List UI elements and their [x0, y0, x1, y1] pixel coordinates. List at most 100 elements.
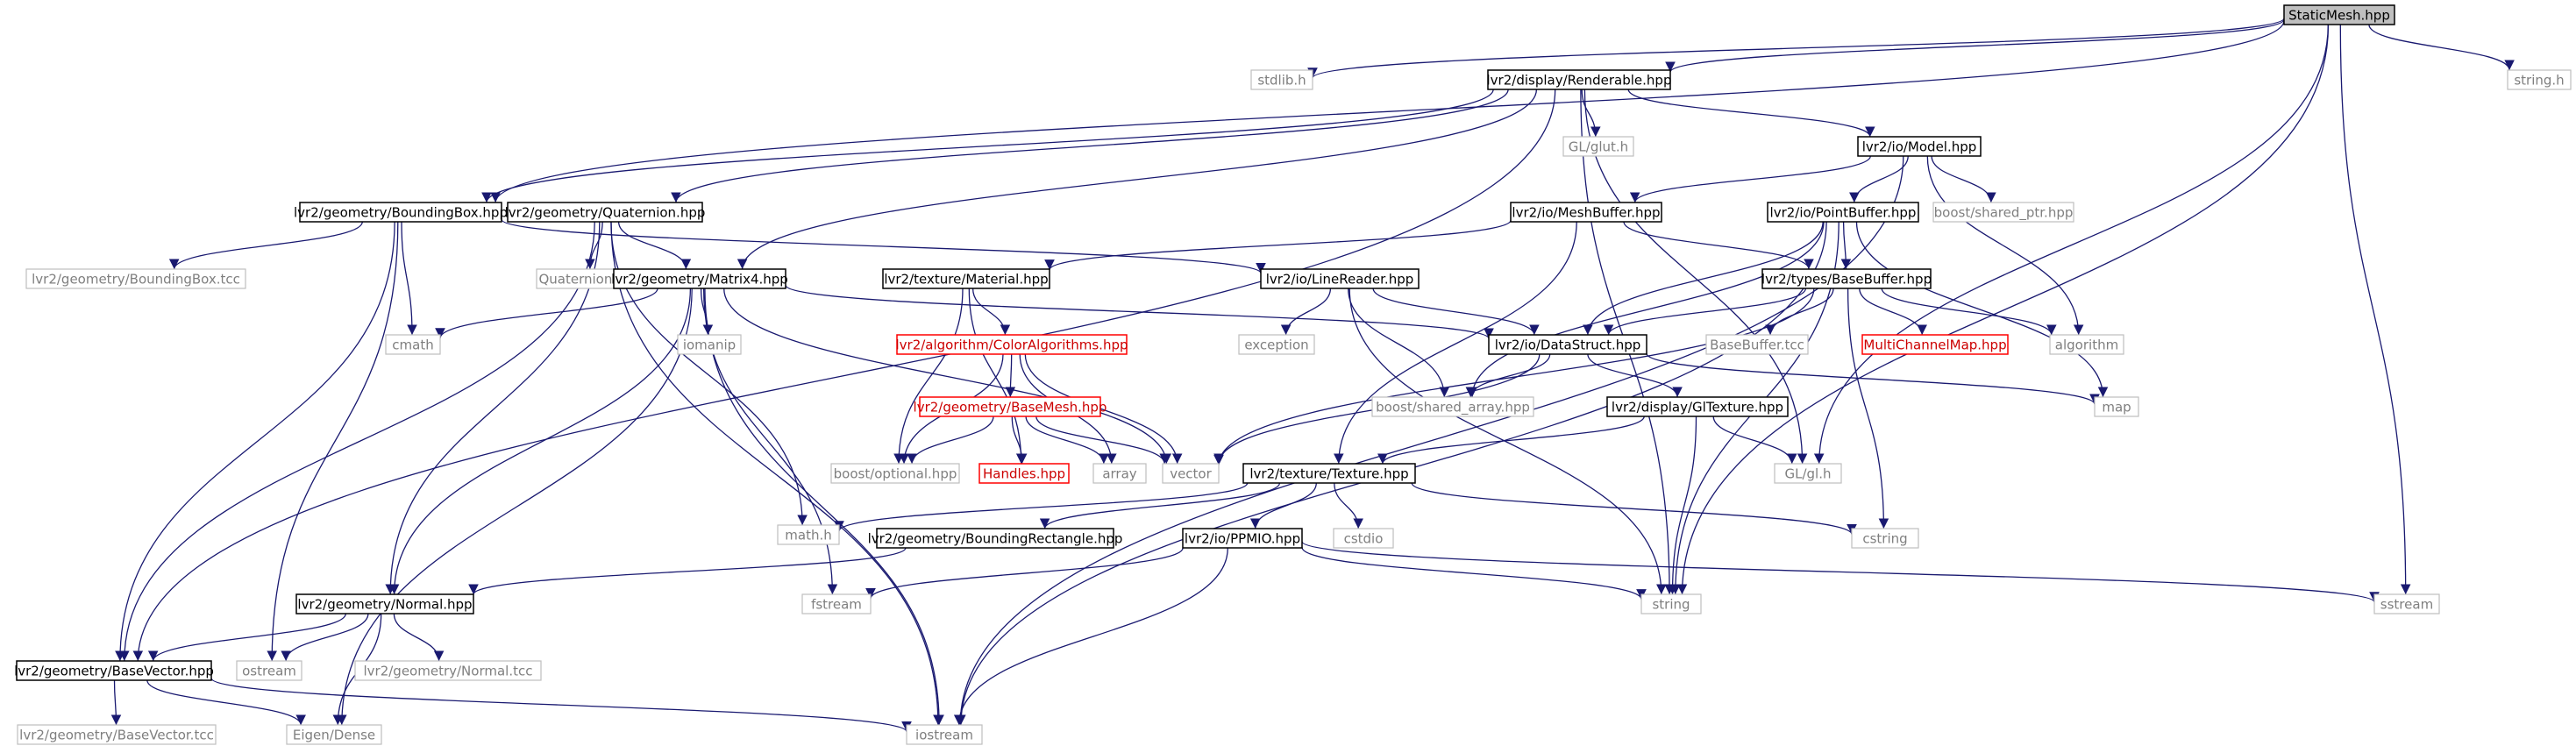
node-label-string: string	[1652, 597, 1690, 613]
node-label-fstream: fstream	[811, 597, 862, 613]
edge-staticmesh-to-renderable	[1665, 18, 2285, 73]
edge-matrix4-to-fstream	[702, 288, 838, 595]
node-pointbuffer[interactable]: lvr2/io/PointBuffer.hpp	[1767, 202, 1919, 223]
edge-staticmesh-to-stdlib	[1307, 18, 2285, 79]
edge-basebuffer-to-cstring	[1847, 288, 1889, 529]
edge-basevector-to-iostream	[210, 678, 912, 733]
edge-texture-to-cstdio	[1334, 482, 1364, 529]
node-material[interactable]: lvr2/texture/Material.hpp	[882, 268, 1050, 289]
edge-linereader-to-datastruct	[1372, 288, 1540, 336]
node-sharedarray: boost/shared_array.hpp	[1371, 396, 1534, 417]
edge-staticmesh-to-stringh	[2368, 24, 2515, 71]
node-label-array: array	[1102, 466, 1136, 482]
node-box-eigendense	[286, 724, 382, 745]
node-multichannelmap[interactable]: MultiChannelMap.hpp	[1861, 334, 2009, 355]
edge-staticmesh-to-sstream	[2339, 24, 2411, 595]
node-box-cstring	[1851, 528, 1919, 549]
node-box-stringh	[2507, 69, 2572, 90]
node-quaternion[interactable]: lvr2/geometry/Quaternion.hpp	[505, 202, 706, 223]
edge-staticmesh-to-boundingbox	[490, 20, 2285, 203]
node-box-mathh	[777, 524, 840, 545]
node-box-ostream	[236, 660, 302, 681]
node-label-pointbuffer: lvr2/io/PointBuffer.hpp	[1770, 205, 1917, 221]
node-label-handles: Handles.hpp	[983, 466, 1065, 482]
edge-renderable-to-quaternion	[671, 89, 1509, 203]
node-texture[interactable]: lvr2/texture/Texture.hpp	[1242, 463, 1416, 484]
node-label-mathh: math.h	[785, 528, 831, 543]
node-box-linereader	[1260, 268, 1420, 289]
node-label-multichannelmap: MultiChannelMap.hpp	[1863, 337, 2006, 353]
node-renderable[interactable]: lvr2/display/Renderable.hpp	[1487, 69, 1672, 90]
node-basebuffer[interactable]: lvr2/types/BaseBuffer.hpp	[1761, 268, 1932, 289]
node-box-renderable	[1487, 69, 1671, 90]
node-box-cmath	[385, 334, 441, 355]
node-label-matrix4: lvr2/geometry/Matrix4.hpp	[611, 272, 788, 288]
node-basebuffertcc: BaseBuffer.tcc	[1705, 334, 1809, 355]
node-normal[interactable]: lvr2/geometry/Normal.hpp	[295, 593, 474, 614]
node-mathh: math.h	[777, 524, 840, 545]
node-datastruct[interactable]: lvr2/io/DataStruct.hpp	[1488, 334, 1647, 355]
node-staticmesh[interactable]: StaticMesh.hpp	[2283, 4, 2395, 25]
edge-renderable-to-glut	[1581, 89, 1601, 138]
node-meshbuffer[interactable]: lvr2/io/MeshBuffer.hpp	[1510, 202, 1662, 223]
node-label-quaternion: lvr2/geometry/Quaternion.hpp	[505, 205, 706, 221]
node-label-optional: boost/optional.hpp	[834, 466, 957, 482]
edge-ppmio-to-string	[1301, 547, 1647, 600]
node-boundingbox[interactable]: lvr2/geometry/BoundingBox.hpp	[294, 202, 508, 223]
edge-renderable-to-matrix4	[737, 89, 1538, 270]
edge-gltexture-to-texture	[1377, 416, 1645, 465]
edge-ppmio-to-fstream	[865, 547, 1184, 599]
node-box-handles	[978, 463, 1070, 484]
node-eigendense: Eigen/Dense	[286, 724, 382, 745]
node-label-exception: exception	[1244, 337, 1308, 353]
node-box-string	[1640, 593, 1702, 614]
node-box-coloralgorithms	[896, 334, 1128, 355]
node-matrix4[interactable]: lvr2/geometry/Matrix4.hpp	[611, 268, 788, 289]
node-box-basemesh	[919, 396, 1101, 417]
node-label-sstream: sstream	[2380, 597, 2433, 613]
edge-layer	[110, 18, 2515, 733]
node-box-algorithm	[2049, 334, 2124, 355]
edge-boundingrect-to-normal	[468, 547, 907, 595]
edge-pointbuffer-to-sharedarray	[1467, 221, 1825, 398]
node-linereader[interactable]: lvr2/io/LineReader.hpp	[1260, 268, 1420, 289]
node-label-stringh: string.h	[2514, 73, 2564, 89]
node-gltexture[interactable]: lvr2/display/GlTexture.hpp	[1606, 396, 1789, 417]
node-coloralgorithms[interactable]: lvr2/algorithm/ColorAlgorithms.hpp	[895, 334, 1128, 355]
edge-coloralgorithms-to-basemesh	[1005, 353, 1016, 398]
node-box-glut	[1562, 136, 1634, 157]
edge-matrix4-to-iostream	[704, 288, 944, 726]
node-basevector[interactable]: lvr2/geometry/BaseVector.hpp	[14, 660, 214, 681]
node-iostream: iostream	[906, 724, 983, 745]
node-quaterniontcc: Quaternion.tcc	[536, 268, 639, 289]
node-box-iostream	[906, 724, 983, 745]
node-label-texture: lvr2/texture/Texture.hpp	[1249, 466, 1408, 482]
node-model[interactable]: lvr2/io/Model.hpp	[1857, 136, 1982, 157]
node-basemesh[interactable]: lvr2/geometry/BaseMesh.hpp	[914, 396, 1107, 417]
node-box-cstdio	[1333, 528, 1394, 549]
node-box-basevector	[16, 660, 212, 681]
edge-meshbuffer-to-texture	[1333, 221, 1577, 465]
node-box-pointbuffer	[1767, 202, 1919, 223]
node-cstring: cstring	[1851, 528, 1919, 549]
node-stringh: string.h	[2507, 69, 2572, 90]
node-box-boundingbox	[299, 202, 502, 223]
edge-normal-to-basevector	[147, 613, 346, 662]
edge-boundingbox-to-basevector	[115, 221, 395, 662]
node-map: map	[2094, 396, 2139, 417]
node-ppmio[interactable]: lvr2/io/PPMIO.hpp	[1182, 528, 1303, 549]
edge-material-to-optional	[893, 288, 964, 465]
node-box-gltexture	[1606, 396, 1789, 417]
node-box-basebuffertcc	[1705, 334, 1809, 355]
edge-basemesh-to-handles	[1011, 416, 1028, 465]
edge-model-to-algorithm	[1926, 155, 2084, 336]
node-normaltcc: lvr2/geometry/Normal.tcc	[354, 660, 542, 681]
node-boundingrect[interactable]: lvr2/geometry/BoundingRectangle.hpp	[868, 528, 1123, 549]
edge-model-to-meshbuffer	[1629, 155, 1871, 203]
edge-boundingbox-to-boundingboxtcc	[168, 221, 363, 270]
node-cmath: cmath	[385, 334, 441, 355]
node-handles[interactable]: Handles.hpp	[978, 463, 1070, 484]
node-label-model: lvr2/io/Model.hpp	[1862, 139, 1977, 155]
node-sharedptr: boost/shared_ptr.hpp	[1932, 202, 2074, 223]
node-box-boundingboxtcc	[25, 268, 246, 289]
